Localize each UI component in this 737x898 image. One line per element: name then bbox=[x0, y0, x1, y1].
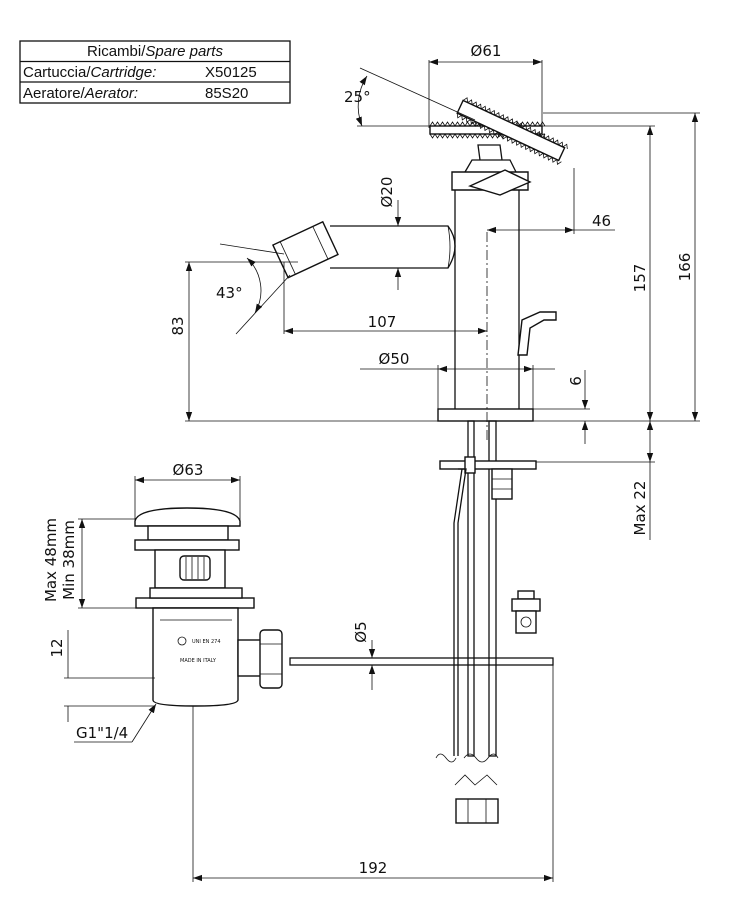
fixing-nut bbox=[491, 468, 513, 500]
dim-total-height: 157 bbox=[631, 264, 649, 293]
handle-lever bbox=[456, 99, 566, 162]
waste-marking: MADE IN ITALY bbox=[180, 658, 217, 664]
waste-cap bbox=[134, 507, 241, 527]
rod-connector-nut bbox=[259, 629, 283, 689]
table-row-code: X50125 bbox=[205, 64, 257, 81]
dim-base-diameter: Ø50 bbox=[379, 350, 410, 368]
dim-thread: G1"1/4 bbox=[76, 724, 128, 742]
table-row-code: 85S20 bbox=[205, 85, 248, 102]
waste-body bbox=[152, 607, 239, 707]
dim-handle-angle: 25° bbox=[344, 88, 371, 106]
waste-flange bbox=[135, 597, 255, 609]
dim-spout-height: 83 bbox=[169, 316, 187, 335]
threaded-rod bbox=[488, 420, 497, 757]
popup-lever bbox=[517, 311, 557, 356]
dim-rod-length: 192 bbox=[359, 859, 388, 877]
dim-handle-offset: 46 bbox=[592, 212, 611, 230]
table-row-label: Cartuccia/Cartridge: bbox=[23, 64, 156, 81]
dim-base-thickness: 6 bbox=[567, 376, 585, 386]
mixer-base-plate bbox=[437, 408, 534, 422]
flexible-hose bbox=[467, 420, 475, 757]
dim-top-diameter: Ø61 bbox=[471, 42, 502, 60]
fixing-washer bbox=[439, 460, 537, 470]
aerator bbox=[271, 220, 339, 279]
dimensions: Ø61 25° 166 157 46 Ø20 43° 83 bbox=[42, 42, 700, 882]
dim-waste-cap-diameter: Ø63 bbox=[173, 461, 204, 479]
dim-spout-reach: 107 bbox=[368, 313, 397, 331]
dim-rod-diameter: Ø5 bbox=[352, 621, 370, 642]
dim-spout-diameter: Ø20 bbox=[378, 177, 396, 208]
dim-waste-min: Min 38mm bbox=[60, 520, 78, 600]
table-row-label: Aeratore/Aerator: bbox=[23, 85, 138, 102]
dim-max-deck: Max 22 bbox=[631, 481, 649, 536]
mixer-faucet bbox=[271, 97, 568, 440]
dim-waste-max: Max 48mm bbox=[42, 518, 60, 602]
table-header: Ricambi/Spare parts bbox=[87, 43, 223, 60]
hose-connector bbox=[455, 798, 499, 824]
rod-clamp bbox=[511, 590, 541, 634]
spout bbox=[330, 225, 456, 269]
fixing-assembly bbox=[289, 420, 554, 824]
dim-waste-body: 12 bbox=[48, 638, 66, 657]
pull-rod bbox=[289, 657, 554, 666]
spare-parts-table: Ricambi/Spare parts Cartuccia/Cartridge:… bbox=[19, 40, 291, 104]
dim-spout-angle: 43° bbox=[216, 284, 243, 302]
dim-overall-height: 166 bbox=[676, 253, 694, 282]
waste-marking: UNI EN 274 bbox=[192, 639, 221, 645]
waste-assembly: UNI EN 274 MADE IN ITALY bbox=[134, 507, 283, 707]
